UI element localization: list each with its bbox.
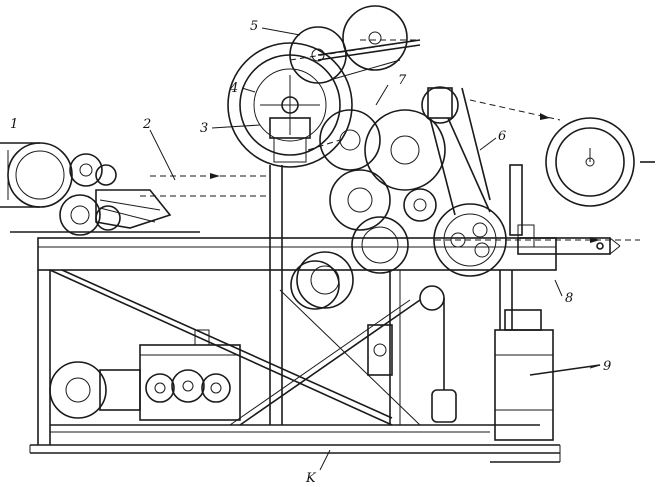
tension-rollers: [10, 153, 200, 236]
right-cylinder-column: [494, 309, 601, 441]
label-6: 6: [498, 129, 506, 144]
drive-gearbox: [49, 329, 241, 421]
label-7: 7: [398, 73, 407, 88]
middle-gear-cluster: [290, 109, 446, 310]
machine-frame: [29, 165, 621, 463]
label-4: 4: [229, 81, 238, 96]
label-2: 2: [142, 117, 151, 132]
label-3: 3: [200, 121, 208, 136]
right-gear-assembly: [421, 86, 535, 277]
rewind-reel: [545, 117, 655, 207]
counterweight: [367, 285, 457, 423]
web-path: [140, 39, 640, 243]
label-5: 5: [250, 19, 258, 34]
top-rollers: [289, 5, 421, 84]
label-10: K: [305, 471, 317, 486]
label-9: 9: [603, 359, 611, 374]
label-1: 1: [10, 117, 18, 132]
leader-lines: [149, 27, 601, 471]
label-8: 8: [565, 291, 573, 306]
left-feed-roll: [0, 142, 73, 208]
printing-drum: [227, 42, 353, 168]
